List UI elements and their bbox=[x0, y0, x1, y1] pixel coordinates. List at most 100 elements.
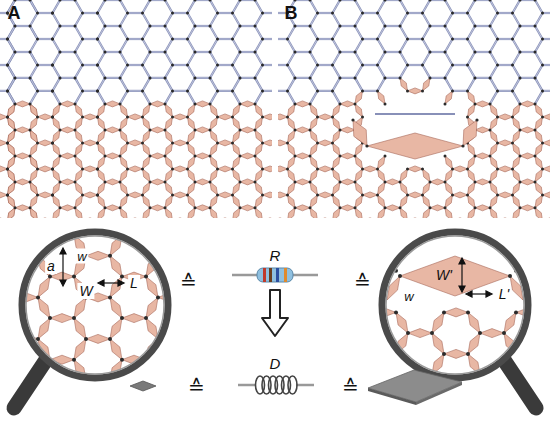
bond bbox=[188, 78, 196, 91]
bond bbox=[60, 101, 75, 107]
bond bbox=[318, 64, 333, 66]
bond bbox=[218, 38, 233, 40]
bond bbox=[535, 182, 543, 195]
atom bbox=[361, 64, 364, 67]
bond bbox=[355, 91, 363, 104]
atom bbox=[489, 25, 492, 28]
bond bbox=[30, 208, 38, 218]
bond bbox=[468, 312, 480, 333]
bond bbox=[120, 78, 128, 91]
bond-highlight bbox=[8, 91, 16, 104]
atom bbox=[216, 38, 219, 41]
bond-highlight bbox=[310, 13, 318, 26]
bond-highlight bbox=[75, 13, 83, 26]
bond bbox=[98, 13, 106, 26]
spring-wire bbox=[296, 384, 314, 387]
bond bbox=[333, 91, 341, 104]
bond bbox=[355, 169, 363, 182]
atom bbox=[6, 115, 9, 118]
atom bbox=[48, 275, 52, 279]
bond bbox=[372, 349, 396, 358]
bond bbox=[453, 166, 468, 172]
bond bbox=[165, 208, 173, 218]
atom bbox=[156, 379, 160, 383]
atom bbox=[286, 89, 289, 92]
bond-highlight bbox=[150, 77, 165, 78]
bond-highlight bbox=[98, 91, 106, 104]
bond bbox=[233, 130, 241, 143]
atom bbox=[511, 89, 514, 92]
atom bbox=[14, 180, 17, 183]
bond-highlight bbox=[75, 91, 83, 104]
bond-highlight bbox=[233, 65, 241, 78]
bond bbox=[453, 12, 468, 14]
bond-highlight bbox=[233, 26, 241, 39]
atom bbox=[519, 206, 522, 209]
bond bbox=[120, 91, 128, 104]
atom bbox=[126, 141, 129, 144]
bond-highlight bbox=[340, 52, 355, 53]
bond bbox=[535, 117, 543, 130]
bond bbox=[240, 51, 255, 53]
atom bbox=[126, 193, 129, 196]
bond bbox=[340, 127, 355, 133]
bond bbox=[400, 52, 408, 65]
atom bbox=[429, 76, 432, 79]
bond bbox=[295, 179, 310, 185]
bond-highlight bbox=[165, 39, 173, 52]
bond-highlight bbox=[143, 52, 151, 65]
bond-highlight bbox=[98, 78, 106, 91]
bond-highlight bbox=[363, 13, 378, 14]
correspondence-symbol: ≙ bbox=[352, 271, 373, 293]
bond-highlight bbox=[233, 91, 241, 104]
bond bbox=[400, 195, 408, 208]
bond bbox=[535, 52, 543, 65]
bond bbox=[150, 25, 165, 27]
atom bbox=[51, 64, 54, 67]
bond bbox=[468, 169, 476, 182]
bond bbox=[240, 127, 255, 133]
atom bbox=[108, 212, 112, 216]
bond bbox=[360, 333, 372, 354]
atom bbox=[119, 128, 122, 131]
atom bbox=[331, 89, 334, 92]
atom bbox=[496, 141, 499, 144]
bond bbox=[188, 26, 196, 39]
dimension-label: W' bbox=[434, 267, 454, 283]
bond bbox=[490, 208, 498, 218]
bond bbox=[98, 52, 106, 65]
bond bbox=[310, 26, 318, 39]
bond bbox=[98, 169, 106, 182]
atom bbox=[104, 206, 107, 209]
atom bbox=[186, 12, 189, 15]
bond-highlight bbox=[128, 65, 143, 66]
bond bbox=[468, 156, 476, 169]
atom bbox=[6, 64, 9, 67]
bond bbox=[423, 0, 431, 13]
atom bbox=[164, 51, 167, 54]
bond bbox=[240, 179, 255, 185]
bond-highlight bbox=[83, 39, 98, 40]
bond-highlight bbox=[128, 90, 143, 91]
bond-highlight bbox=[210, 39, 218, 52]
bond bbox=[188, 52, 196, 65]
bond-highlight bbox=[165, 52, 173, 65]
atom bbox=[96, 141, 99, 144]
atom bbox=[339, 102, 342, 105]
atom bbox=[309, 128, 312, 131]
bond bbox=[210, 104, 218, 117]
atom bbox=[144, 275, 148, 279]
atom bbox=[231, 12, 234, 15]
bond bbox=[15, 25, 30, 27]
bond bbox=[540, 250, 550, 271]
atom bbox=[489, 51, 492, 54]
bond-highlight bbox=[83, 13, 98, 14]
atom bbox=[466, 12, 469, 15]
atom bbox=[309, 102, 312, 105]
bond-highlight bbox=[310, 0, 318, 13]
bond bbox=[540, 271, 550, 292]
atom bbox=[370, 269, 374, 273]
bond bbox=[53, 117, 61, 130]
bond bbox=[333, 143, 341, 156]
bond bbox=[98, 208, 106, 218]
